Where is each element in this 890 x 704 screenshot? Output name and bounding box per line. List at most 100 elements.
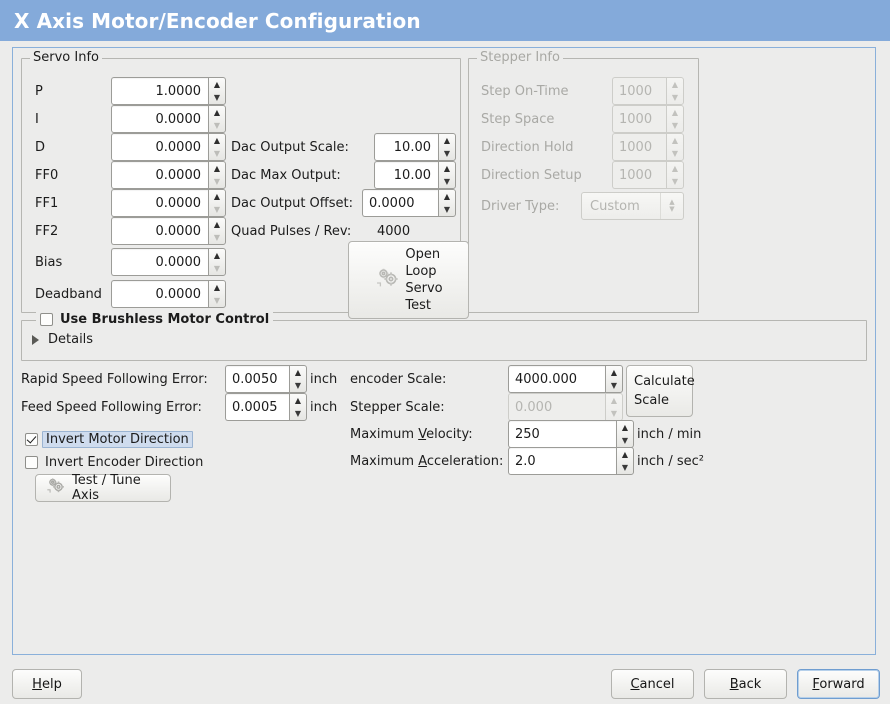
spin-down-icon[interactable]: ▼: [213, 232, 221, 242]
maximum-acceleration-value[interactable]: 2.0: [508, 447, 616, 475]
servo-field-value-p[interactable]: 1.0000: [111, 77, 208, 105]
maximum-velocity-spin[interactable]: 250 ▲ ▼: [508, 420, 634, 448]
gears-icon: [45, 476, 67, 500]
servo-field-spin-ff0[interactable]: 0.0000 ▲ ▼: [111, 161, 226, 189]
spinner-buttons-feed-following-error[interactable]: ▲ ▼: [289, 393, 307, 421]
servo-field-value-d[interactable]: 0.0000: [111, 133, 208, 161]
servo-field-spin-d[interactable]: 0.0000 ▲ ▼: [111, 133, 226, 161]
spin-up-icon[interactable]: ▲: [443, 163, 451, 173]
spin-down-icon[interactable]: ▼: [213, 204, 221, 214]
encoder-scale-value[interactable]: 4000.000: [508, 365, 605, 393]
spinner-buttons-ff1[interactable]: ▲ ▼: [208, 189, 226, 217]
spin-down-icon[interactable]: ▼: [294, 408, 302, 418]
spinner-buttons-ff2[interactable]: ▲ ▼: [208, 217, 226, 245]
servo-field-spin-deadband[interactable]: 0.0000 ▲ ▼: [111, 280, 226, 308]
window-title: X Axis Motor/Encoder Configuration: [14, 8, 421, 33]
spinner-buttons-encoder-scale[interactable]: ▲ ▼: [605, 365, 623, 393]
servo-field-label-p: P: [35, 84, 43, 99]
spin-up-icon[interactable]: ▲: [294, 395, 302, 405]
maximum-acceleration-spin[interactable]: 2.0 ▲ ▼: [508, 447, 634, 475]
spinner-buttons-ff0[interactable]: ▲ ▼: [208, 161, 226, 189]
spinner-buttons-bias[interactable]: ▲ ▼: [208, 248, 226, 276]
cancel-button[interactable]: Cancel: [611, 669, 694, 699]
spin-down-icon[interactable]: ▼: [213, 176, 221, 186]
spin-up-icon[interactable]: ▲: [213, 135, 221, 145]
dac-output-scale-spin[interactable]: 10.00 ▲ ▼: [374, 133, 456, 161]
dac-max-output-spin[interactable]: 10.00 ▲ ▼: [374, 161, 456, 189]
servo-field-spin-p[interactable]: 1.0000 ▲ ▼: [111, 77, 226, 105]
spin-down-icon[interactable]: ▼: [443, 204, 451, 214]
spin-up-icon[interactable]: ▲: [294, 367, 302, 377]
test-tune-axis-button[interactable]: Test / Tune Axis: [35, 473, 171, 503]
spinner-buttons-rapid-following-error[interactable]: ▲ ▼: [289, 365, 307, 393]
spin-down-icon[interactable]: ▼: [213, 148, 221, 158]
spin-up-icon[interactable]: ▲: [621, 422, 629, 432]
invert-encoder-direction-checkbox[interactable]: Invert Encoder Direction: [25, 455, 203, 470]
spinner-buttons-maximum-acceleration[interactable]: ▲ ▼: [616, 447, 634, 475]
rapid-following-error-value[interactable]: 0.0050: [225, 365, 289, 393]
invert-motor-direction-checkbox[interactable]: Invert Motor Direction: [25, 431, 193, 448]
spin-up-icon[interactable]: ▲: [443, 135, 451, 145]
spin-down-icon[interactable]: ▼: [213, 120, 221, 130]
spin-up-icon[interactable]: ▲: [610, 367, 618, 377]
calculate-scale-button[interactable]: Calculate Scale: [626, 365, 695, 417]
spinner-buttons-p[interactable]: ▲ ▼: [208, 77, 226, 105]
servo-field-spin-bias[interactable]: 0.0000 ▲ ▼: [111, 248, 226, 276]
dac-output-offset-value[interactable]: 0.0000: [362, 189, 438, 217]
spin-up-icon[interactable]: ▲: [213, 163, 221, 173]
spinner-buttons-maximum-velocity[interactable]: ▲ ▼: [616, 420, 634, 448]
checkbox-box[interactable]: [40, 313, 53, 326]
spin-down-icon[interactable]: ▼: [213, 295, 221, 305]
encoder-scale-spin[interactable]: 4000.000 ▲ ▼: [508, 365, 623, 393]
spin-up-icon[interactable]: ▲: [213, 79, 221, 89]
servo-field-spin-i[interactable]: 0.0000 ▲ ▼: [111, 105, 226, 133]
servo-field-value-ff0[interactable]: 0.0000: [111, 161, 208, 189]
servo-field-value-bias[interactable]: 0.0000: [111, 248, 208, 276]
servo-field-value-i[interactable]: 0.0000: [111, 105, 208, 133]
spin-up-icon[interactable]: ▲: [213, 282, 221, 292]
configuration-content-panel: Servo Info P 1.0000 ▲ ▼ I 0.0000 ▲ ▼ D 0…: [12, 47, 876, 655]
servo-field-value-ff2[interactable]: 0.0000: [111, 217, 208, 245]
spin-up-icon[interactable]: ▲: [621, 449, 629, 459]
servo-field-spin-ff2[interactable]: 0.0000 ▲ ▼: [111, 217, 226, 245]
spinner-buttons-dac-output-offset[interactable]: ▲ ▼: [438, 189, 456, 217]
spin-down-icon[interactable]: ▼: [621, 462, 629, 472]
checkbox-box[interactable]: [25, 433, 38, 446]
forward-button[interactable]: Forward: [797, 669, 880, 699]
spin-up-icon[interactable]: ▲: [443, 191, 451, 201]
details-expander[interactable]: Details: [32, 332, 93, 347]
spin-down-icon[interactable]: ▼: [294, 380, 302, 390]
dac-max-output-value[interactable]: 10.00: [374, 161, 438, 189]
feed-following-error-value[interactable]: 0.0005: [225, 393, 289, 421]
spin-up-icon[interactable]: ▲: [213, 107, 221, 117]
spinner-buttons-deadband[interactable]: ▲ ▼: [208, 280, 226, 308]
checkbox-box[interactable]: [25, 456, 38, 469]
help-button[interactable]: Help: [12, 669, 82, 699]
spin-up-icon[interactable]: ▲: [213, 191, 221, 201]
driver-type-combo: Custom ▲▼: [581, 192, 684, 220]
spinner-buttons-d[interactable]: ▲ ▼: [208, 133, 226, 161]
spinner-buttons-dac-max-output[interactable]: ▲ ▼: [438, 161, 456, 189]
use-brushless-motor-control-checkbox[interactable]: Use Brushless Motor Control: [36, 312, 274, 327]
feed-following-error-spin[interactable]: 0.0005 ▲ ▼: [225, 393, 307, 421]
spin-down-icon[interactable]: ▼: [213, 263, 221, 273]
spin-up-icon[interactable]: ▲: [213, 219, 221, 229]
spin-down-icon[interactable]: ▼: [443, 176, 451, 186]
servo-field-value-ff1[interactable]: 0.0000: [111, 189, 208, 217]
dac-output-offset-spin[interactable]: 0.0000 ▲ ▼: [362, 189, 456, 217]
spin-down-icon[interactable]: ▼: [443, 148, 451, 158]
spin-down-icon[interactable]: ▼: [610, 380, 618, 390]
spin-up-icon[interactable]: ▲: [213, 250, 221, 260]
spinner-buttons-dac-output-scale[interactable]: ▲ ▼: [438, 133, 456, 161]
maximum-acceleration-label-post: cceleration:: [426, 454, 504, 469]
spinner-buttons-i[interactable]: ▲ ▼: [208, 105, 226, 133]
servo-field-value-deadband[interactable]: 0.0000: [111, 280, 208, 308]
dac-output-scale-value[interactable]: 10.00: [374, 133, 438, 161]
maximum-velocity-value[interactable]: 250: [508, 420, 616, 448]
spin-down-icon[interactable]: ▼: [213, 92, 221, 102]
open-loop-servo-test-button[interactable]: Open Loop Servo Test: [348, 241, 469, 319]
rapid-following-error-spin[interactable]: 0.0050 ▲ ▼: [225, 365, 307, 393]
servo-field-spin-ff1[interactable]: 0.0000 ▲ ▼: [111, 189, 226, 217]
back-button[interactable]: Back: [704, 669, 787, 699]
spin-down-icon[interactable]: ▼: [621, 435, 629, 445]
